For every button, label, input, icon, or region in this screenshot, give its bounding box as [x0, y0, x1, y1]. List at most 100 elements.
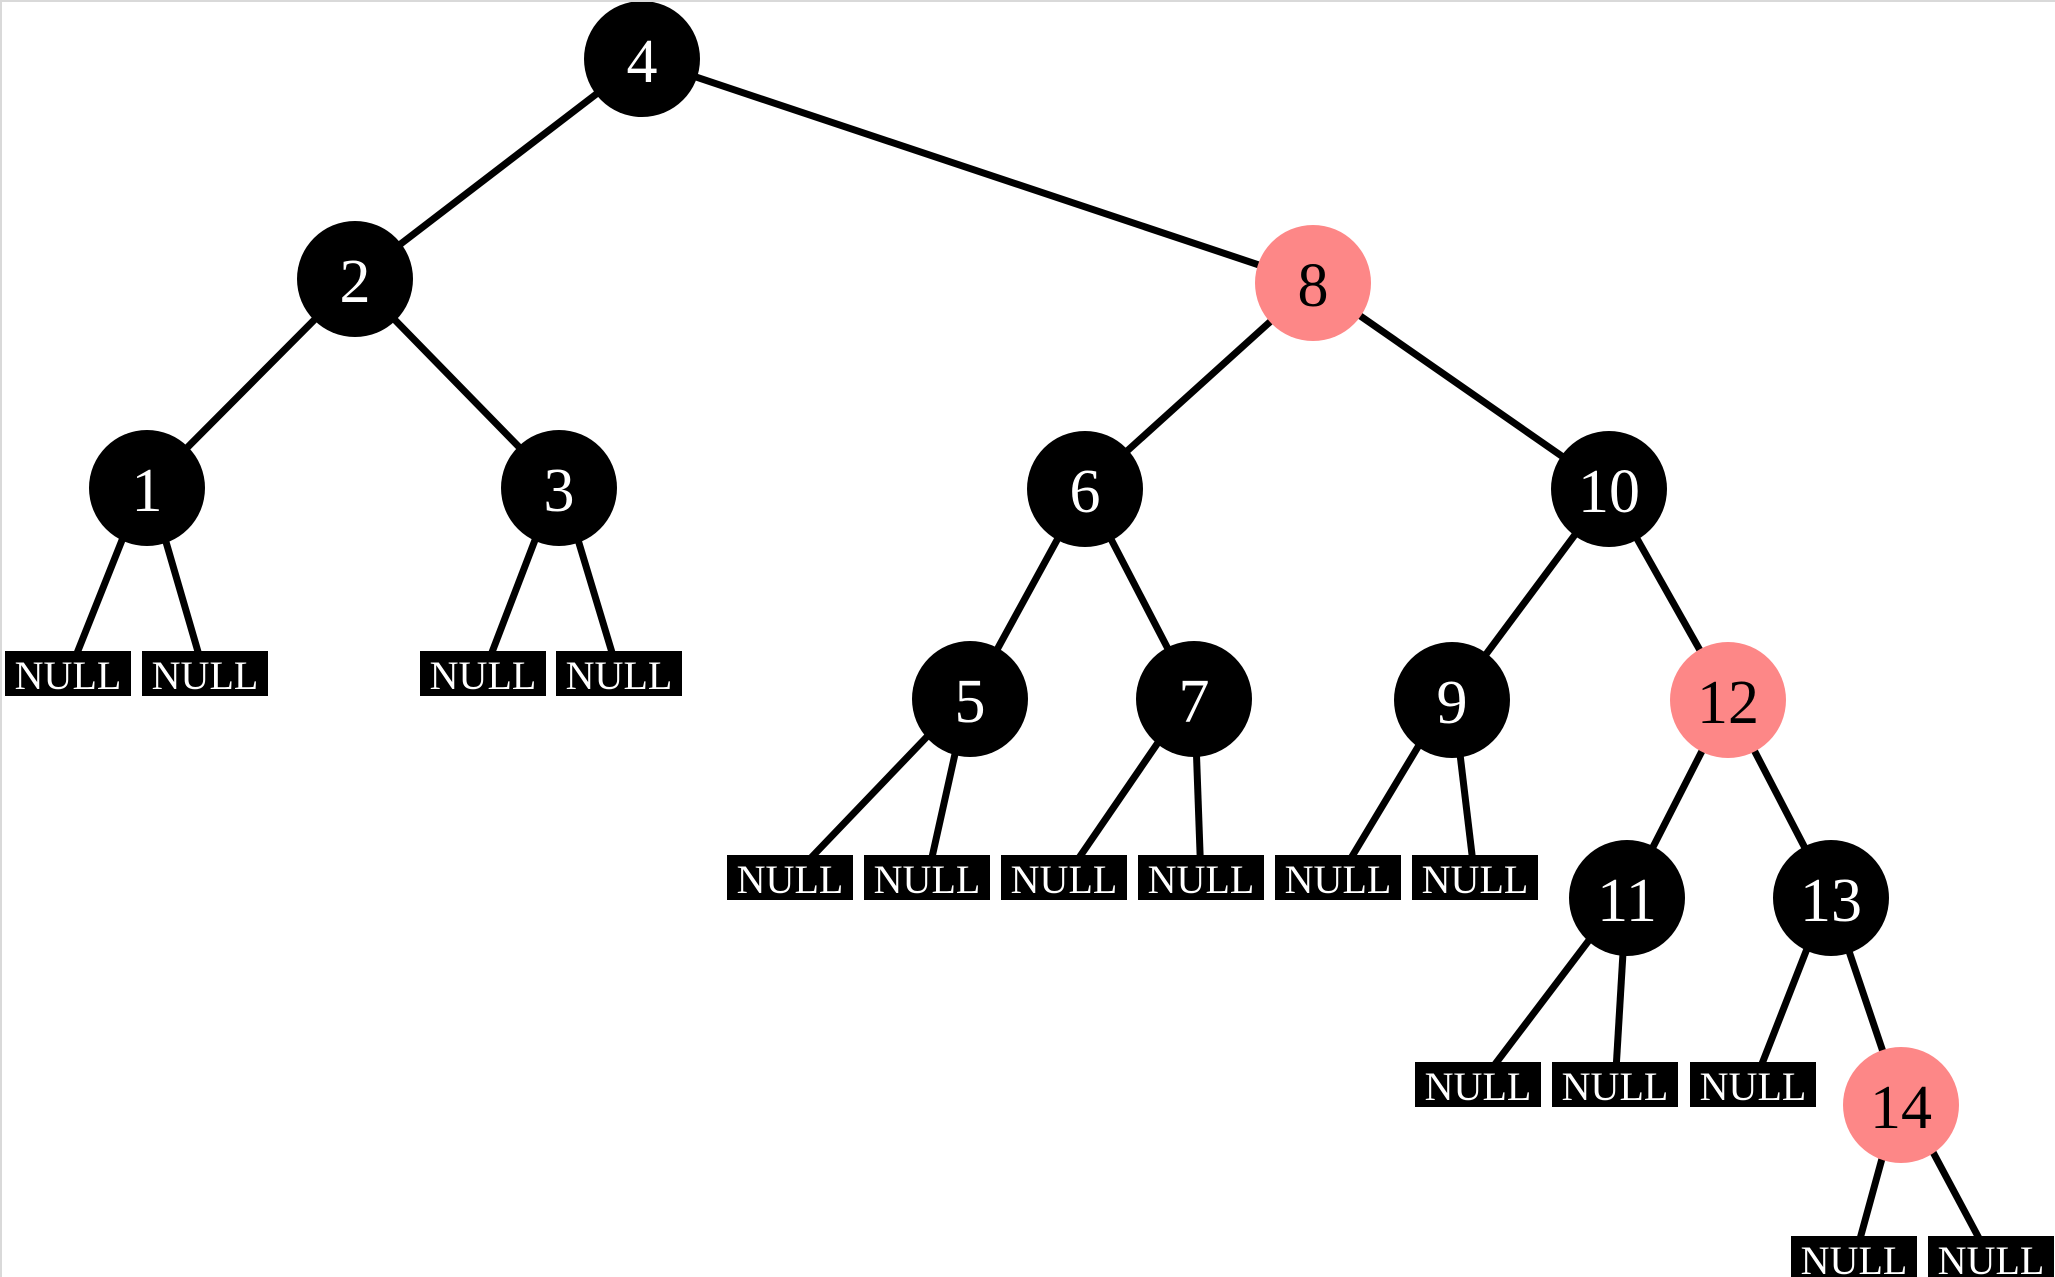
tree-node-9[interactable]: 9 — [1394, 642, 1510, 758]
null-leaf-box — [1001, 855, 1127, 900]
tree-node-3[interactable]: 3 — [501, 430, 617, 546]
null-leaf-label: NULL — [1425, 1064, 1532, 1109]
null-leaf-box — [5, 651, 131, 696]
tree-edge-n12-n11 — [1648, 746, 1707, 852]
null-leaf: NULL — [1690, 1062, 1816, 1109]
tree-node-4[interactable]: 4 — [584, 2, 700, 117]
node-circle-red[interactable] — [1843, 1047, 1959, 1163]
null-leaf-label: NULL — [1700, 1064, 1807, 1109]
node-label: 8 — [1298, 252, 1329, 320]
tree-edge-n10-n9 — [1481, 530, 1580, 659]
null-leaf: NULL — [5, 651, 131, 698]
null-leaf-box — [1791, 1236, 1917, 1277]
tree-node-1[interactable]: 1 — [89, 430, 205, 546]
tree-edge-n6-n7 — [1106, 535, 1173, 653]
null-leaves-layer: NULL NULL NULL NULL NULL NULL NULL NULL NULL NULL… — [5, 651, 2054, 1277]
node-label: 2 — [340, 248, 371, 316]
null-leaf-box — [727, 855, 853, 900]
node-circle-black[interactable] — [1773, 840, 1889, 956]
null-leaf: NULL — [1275, 855, 1401, 902]
tree-node-13[interactable]: 13 — [1773, 840, 1889, 956]
edges-layer — [182, 72, 1888, 1055]
null-leaf-label: NULL — [430, 653, 537, 698]
node-label: 11 — [1597, 867, 1657, 935]
tree-edge-n13-n14 — [1844, 948, 1888, 1055]
node-circle-black[interactable] — [501, 430, 617, 546]
null-leaf-label: NULL — [874, 857, 981, 902]
tree-edge-n8-n10 — [1355, 310, 1567, 462]
node-label: 6 — [1070, 458, 1101, 526]
null-leaf: NULL — [864, 855, 990, 902]
node-label: 7 — [1179, 668, 1210, 736]
null-leaf: NULL — [1552, 1062, 1678, 1109]
node-label: 14 — [1870, 1074, 1932, 1142]
tree-node-2[interactable]: 2 — [297, 221, 413, 337]
node-circle-black[interactable] — [1136, 641, 1252, 757]
null-leaf-label: NULL — [1938, 1238, 2045, 1277]
leaf-edge-n11-l11 — [1475, 935, 1594, 1089]
tree-edge-n4-n2 — [395, 89, 602, 249]
null-leaf: NULL — [420, 651, 546, 698]
tree-node-7[interactable]: 7 — [1136, 641, 1252, 757]
null-leaf-label: NULL — [1422, 857, 1529, 902]
null-leaf-box — [1690, 1062, 1816, 1107]
tree-node-8[interactable]: 8 — [1255, 225, 1371, 341]
null-leaf-box — [1275, 855, 1401, 900]
null-leaf-label: NULL — [1801, 1238, 1908, 1277]
node-circle-black[interactable] — [584, 2, 700, 117]
null-leaf: NULL — [727, 855, 853, 902]
tree-node-11[interactable]: 11 — [1569, 840, 1685, 956]
null-leaf-box — [1138, 855, 1264, 900]
null-leaf: NULL — [1001, 855, 1127, 902]
tree-edge-n10-n12 — [1632, 534, 1705, 655]
tree-edge-n2-n3 — [390, 315, 524, 452]
null-leaf: NULL — [1928, 1236, 2054, 1277]
null-leaf: NULL — [556, 651, 682, 698]
node-label: 4 — [627, 28, 658, 96]
null-leaf: NULL — [1415, 1062, 1541, 1109]
node-circle-red[interactable] — [1670, 642, 1786, 758]
null-leaf-box — [556, 651, 682, 696]
tree-node-10[interactable]: 10 — [1551, 431, 1667, 547]
tree-node-14[interactable]: 14 — [1843, 1047, 1959, 1163]
null-leaf-box — [1928, 1236, 2054, 1277]
node-circle-black[interactable] — [1027, 431, 1143, 547]
tree-edge-n12-n13 — [1749, 746, 1810, 852]
null-leaf-box — [864, 855, 990, 900]
tree-edge-n2-n1 — [182, 314, 320, 453]
node-circle-black[interactable] — [297, 221, 413, 337]
node-circle-black[interactable] — [1394, 642, 1510, 758]
null-leaf-label: NULL — [1011, 857, 1118, 902]
node-label: 1 — [132, 457, 163, 525]
node-label: 12 — [1697, 669, 1759, 737]
node-circle-black[interactable] — [912, 641, 1028, 757]
null-leaf-box — [1412, 855, 1538, 900]
null-leaf-box — [1415, 1062, 1541, 1107]
null-leaf-label: NULL — [1562, 1064, 1669, 1109]
node-circle-red[interactable] — [1255, 225, 1371, 341]
tree-node-6[interactable]: 6 — [1027, 431, 1143, 547]
null-leaf-label: NULL — [152, 653, 259, 698]
tree-edge-n4-n8 — [692, 72, 1263, 270]
null-leaf-box — [142, 651, 268, 696]
null-leaf-box — [1552, 1062, 1678, 1107]
null-leaf-box — [420, 651, 546, 696]
null-leaf-label: NULL — [15, 653, 122, 698]
null-leaf-label: NULL — [1285, 857, 1392, 902]
node-circle-black[interactable] — [89, 430, 205, 546]
node-label: 10 — [1578, 458, 1640, 526]
node-circle-black[interactable] — [1551, 431, 1667, 547]
tree-node-5[interactable]: 5 — [912, 641, 1028, 757]
node-circle-black[interactable] — [1569, 840, 1685, 956]
null-leaf: NULL — [1412, 855, 1538, 902]
tree-node-12[interactable]: 12 — [1670, 642, 1786, 758]
tree-edge-n6-n5 — [992, 534, 1063, 654]
node-label: 5 — [955, 668, 986, 736]
null-leaf: NULL — [1138, 855, 1264, 902]
null-leaf-label: NULL — [1148, 857, 1255, 902]
node-label: 13 — [1800, 867, 1862, 935]
null-leaf: NULL — [142, 651, 268, 698]
